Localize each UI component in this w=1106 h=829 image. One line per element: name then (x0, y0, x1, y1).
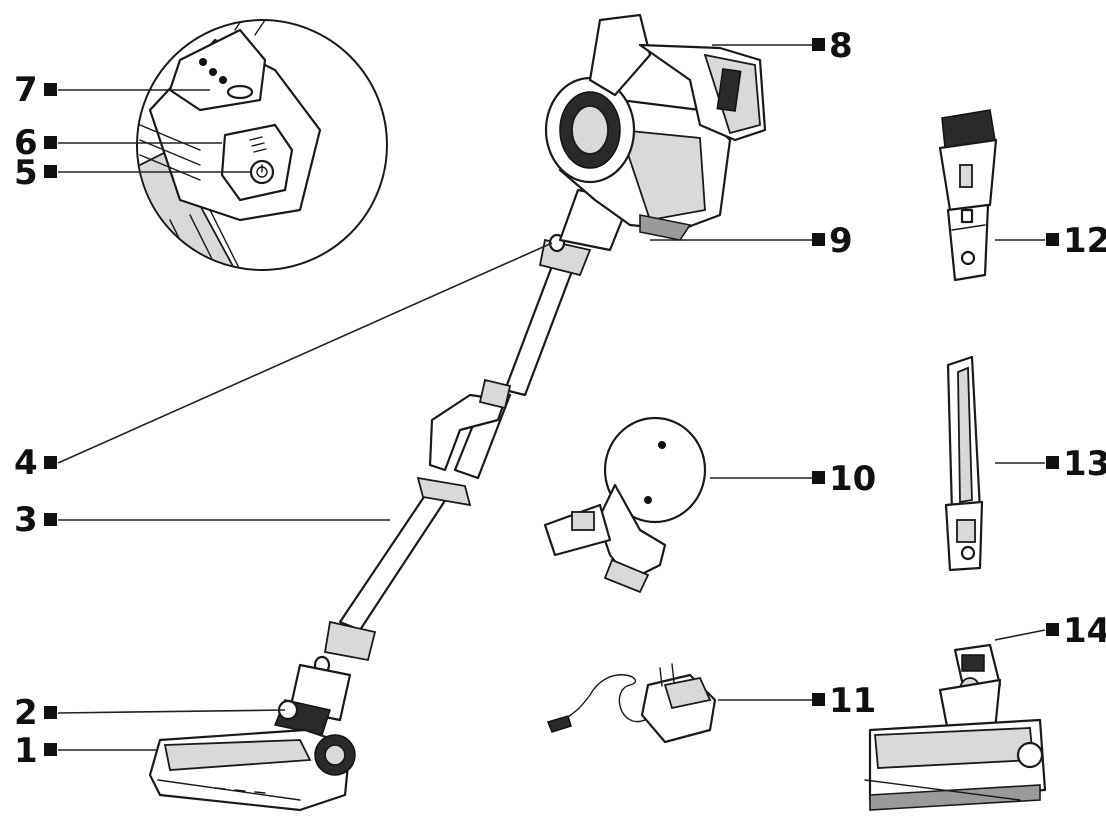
part-labels: 7 6 5 4 3 2 1 8 9 10 11 12 13 14 (14, 26, 1106, 771)
label-4: 4 (14, 443, 38, 483)
label-7: 7 (14, 70, 38, 110)
label-11: 11 (829, 681, 876, 721)
label-13: 13 (1063, 444, 1106, 484)
label-12: 12 (1063, 221, 1106, 261)
label-10: 10 (829, 459, 876, 499)
mini-motor-brush-part (864, 643, 1047, 811)
wall-mount-part (543, 416, 707, 594)
label-1: 1 (14, 731, 38, 771)
label-6: 6 (14, 123, 38, 163)
label-5: 5 (14, 153, 38, 193)
label-9: 9 (829, 221, 853, 261)
label-14: 14 (1063, 611, 1106, 651)
control-panel-zoom (136, 19, 388, 271)
label-3: 3 (14, 500, 38, 540)
leader-lines (57, 44, 1046, 751)
label-markers (44, 38, 1059, 756)
crevice-tool-part (944, 355, 984, 572)
main-vacuum (148, 13, 767, 812)
charger-part (546, 663, 717, 744)
dusting-brush-part (938, 109, 998, 282)
label-2: 2 (14, 693, 38, 733)
label-8: 8 (829, 26, 853, 66)
